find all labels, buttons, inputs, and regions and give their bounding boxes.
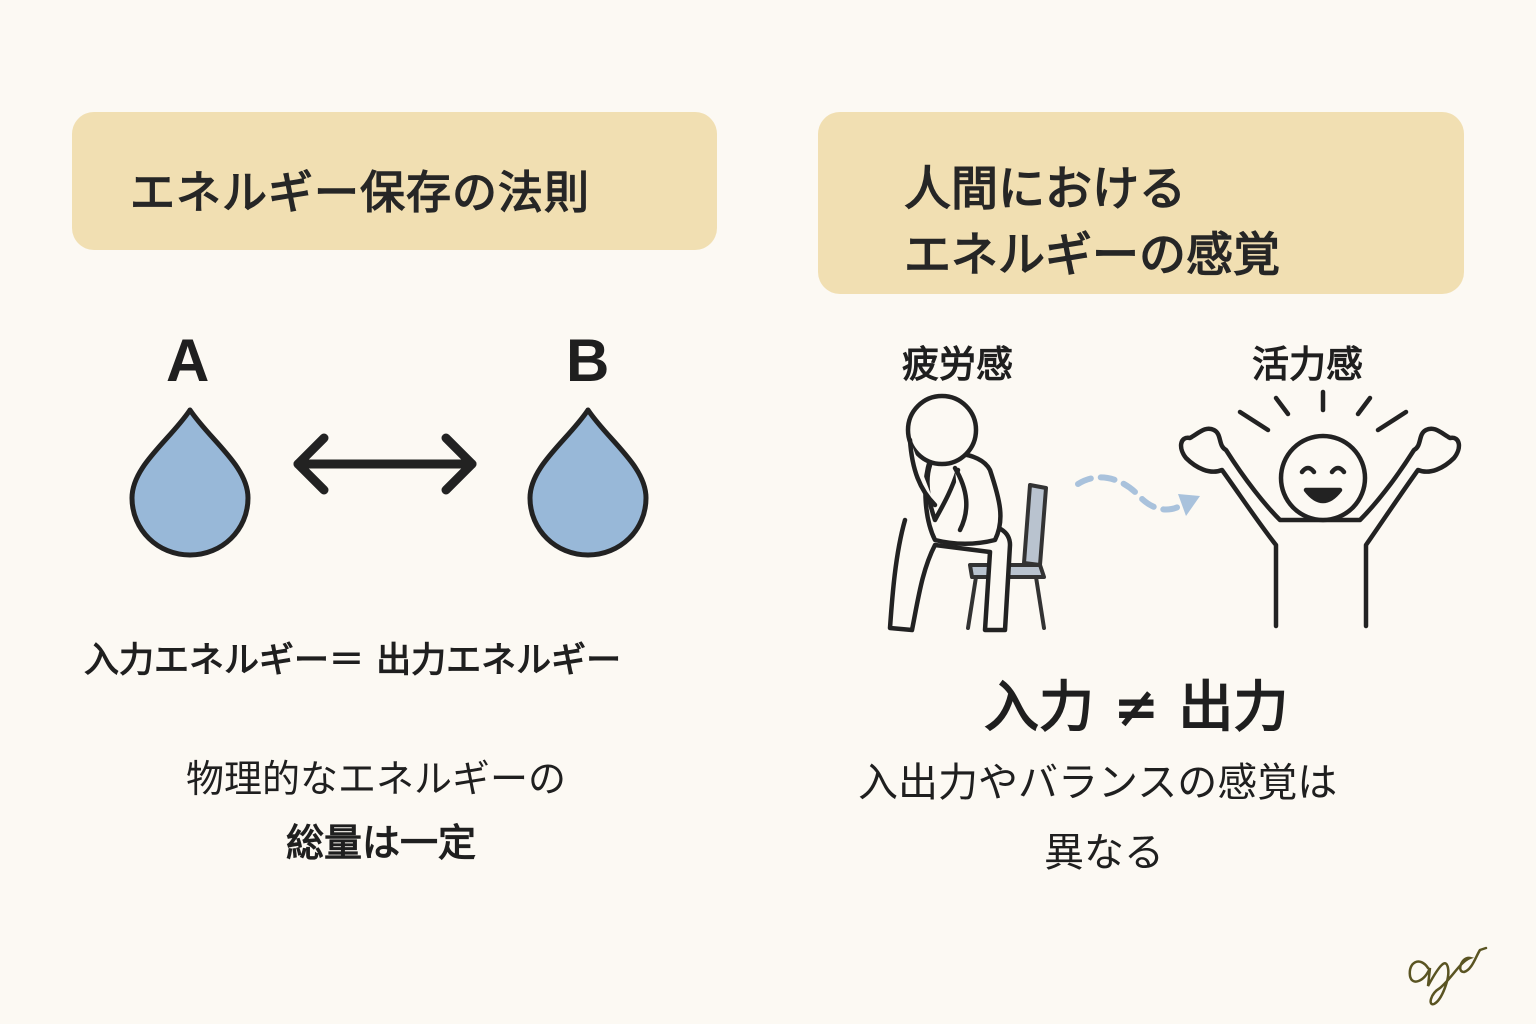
conservation-law-title-box: エネルギー保存の法則 [72, 112, 717, 250]
happy-person-icon [1178, 389, 1462, 629]
label-b: B [566, 327, 610, 394]
water-drop-icon [527, 407, 649, 558]
tired-person-icon [887, 393, 1013, 633]
conservation-law-title: エネルギー保存の法則 [130, 166, 591, 219]
double-arrow-icon [293, 433, 477, 495]
dashed-arrow-icon [1075, 474, 1200, 516]
water-drop-icon [129, 407, 251, 558]
human-energy-description-line1: 入出力やバランスの感覚は [858, 760, 1338, 806]
conservation-description-line2: 総量は一定 [286, 821, 477, 865]
human-energy-title-box: 人間における エネルギーの感覚 [818, 112, 1464, 294]
fatigue-label: 疲労感 [902, 343, 1013, 386]
vitality-label: 活力感 [1252, 343, 1363, 386]
conservation-description-line1: 物理的なエネルギーの [186, 757, 567, 801]
human-energy-title-line2: エネルギーの感覚 [904, 228, 1280, 283]
input-output-inequation: 入力 ≠ 出力 [984, 675, 1289, 739]
human-energy-title-line1: 人間における [904, 162, 1186, 217]
human-energy-description-line2: 異なる [1044, 830, 1164, 876]
label-a: A [166, 327, 210, 394]
energy-equation: 入力エネルギー＝ 出力エネルギー [84, 641, 622, 681]
aya-signature [1408, 946, 1488, 1006]
